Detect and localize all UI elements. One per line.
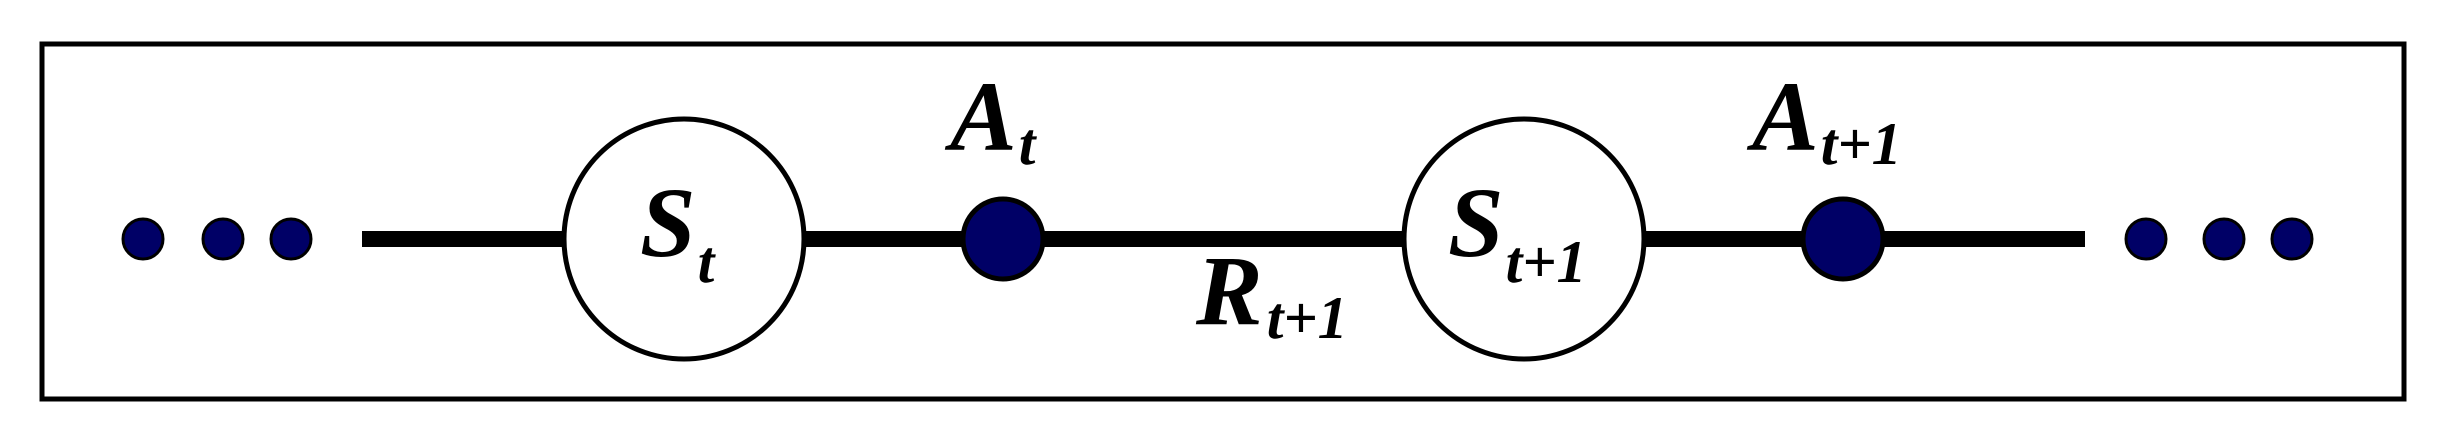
action-node-t1 (1800, 196, 1886, 282)
ellipsis-dot (201, 217, 245, 261)
label-action-t1: At+1 (1746, 61, 1902, 177)
diagram-frame (39, 41, 2407, 402)
ellipsis-dot (269, 217, 313, 261)
state-node-t1 (1401, 116, 1647, 362)
right-ellipsis (2124, 217, 2314, 261)
label-state-t1: St+1 (1448, 167, 1586, 295)
label-action-t: At (944, 61, 1038, 177)
ellipsis-dot (2124, 217, 2168, 261)
ellipsis-dot (2270, 217, 2314, 261)
action-node-t (960, 196, 1046, 282)
left-ellipsis (121, 217, 313, 261)
label-reward-t1: Rt+1 (1195, 235, 1348, 351)
label-state-t: St (640, 167, 717, 295)
state-node-t (561, 116, 807, 362)
ellipsis-dot (2202, 217, 2246, 261)
ellipsis-dot (121, 217, 165, 261)
